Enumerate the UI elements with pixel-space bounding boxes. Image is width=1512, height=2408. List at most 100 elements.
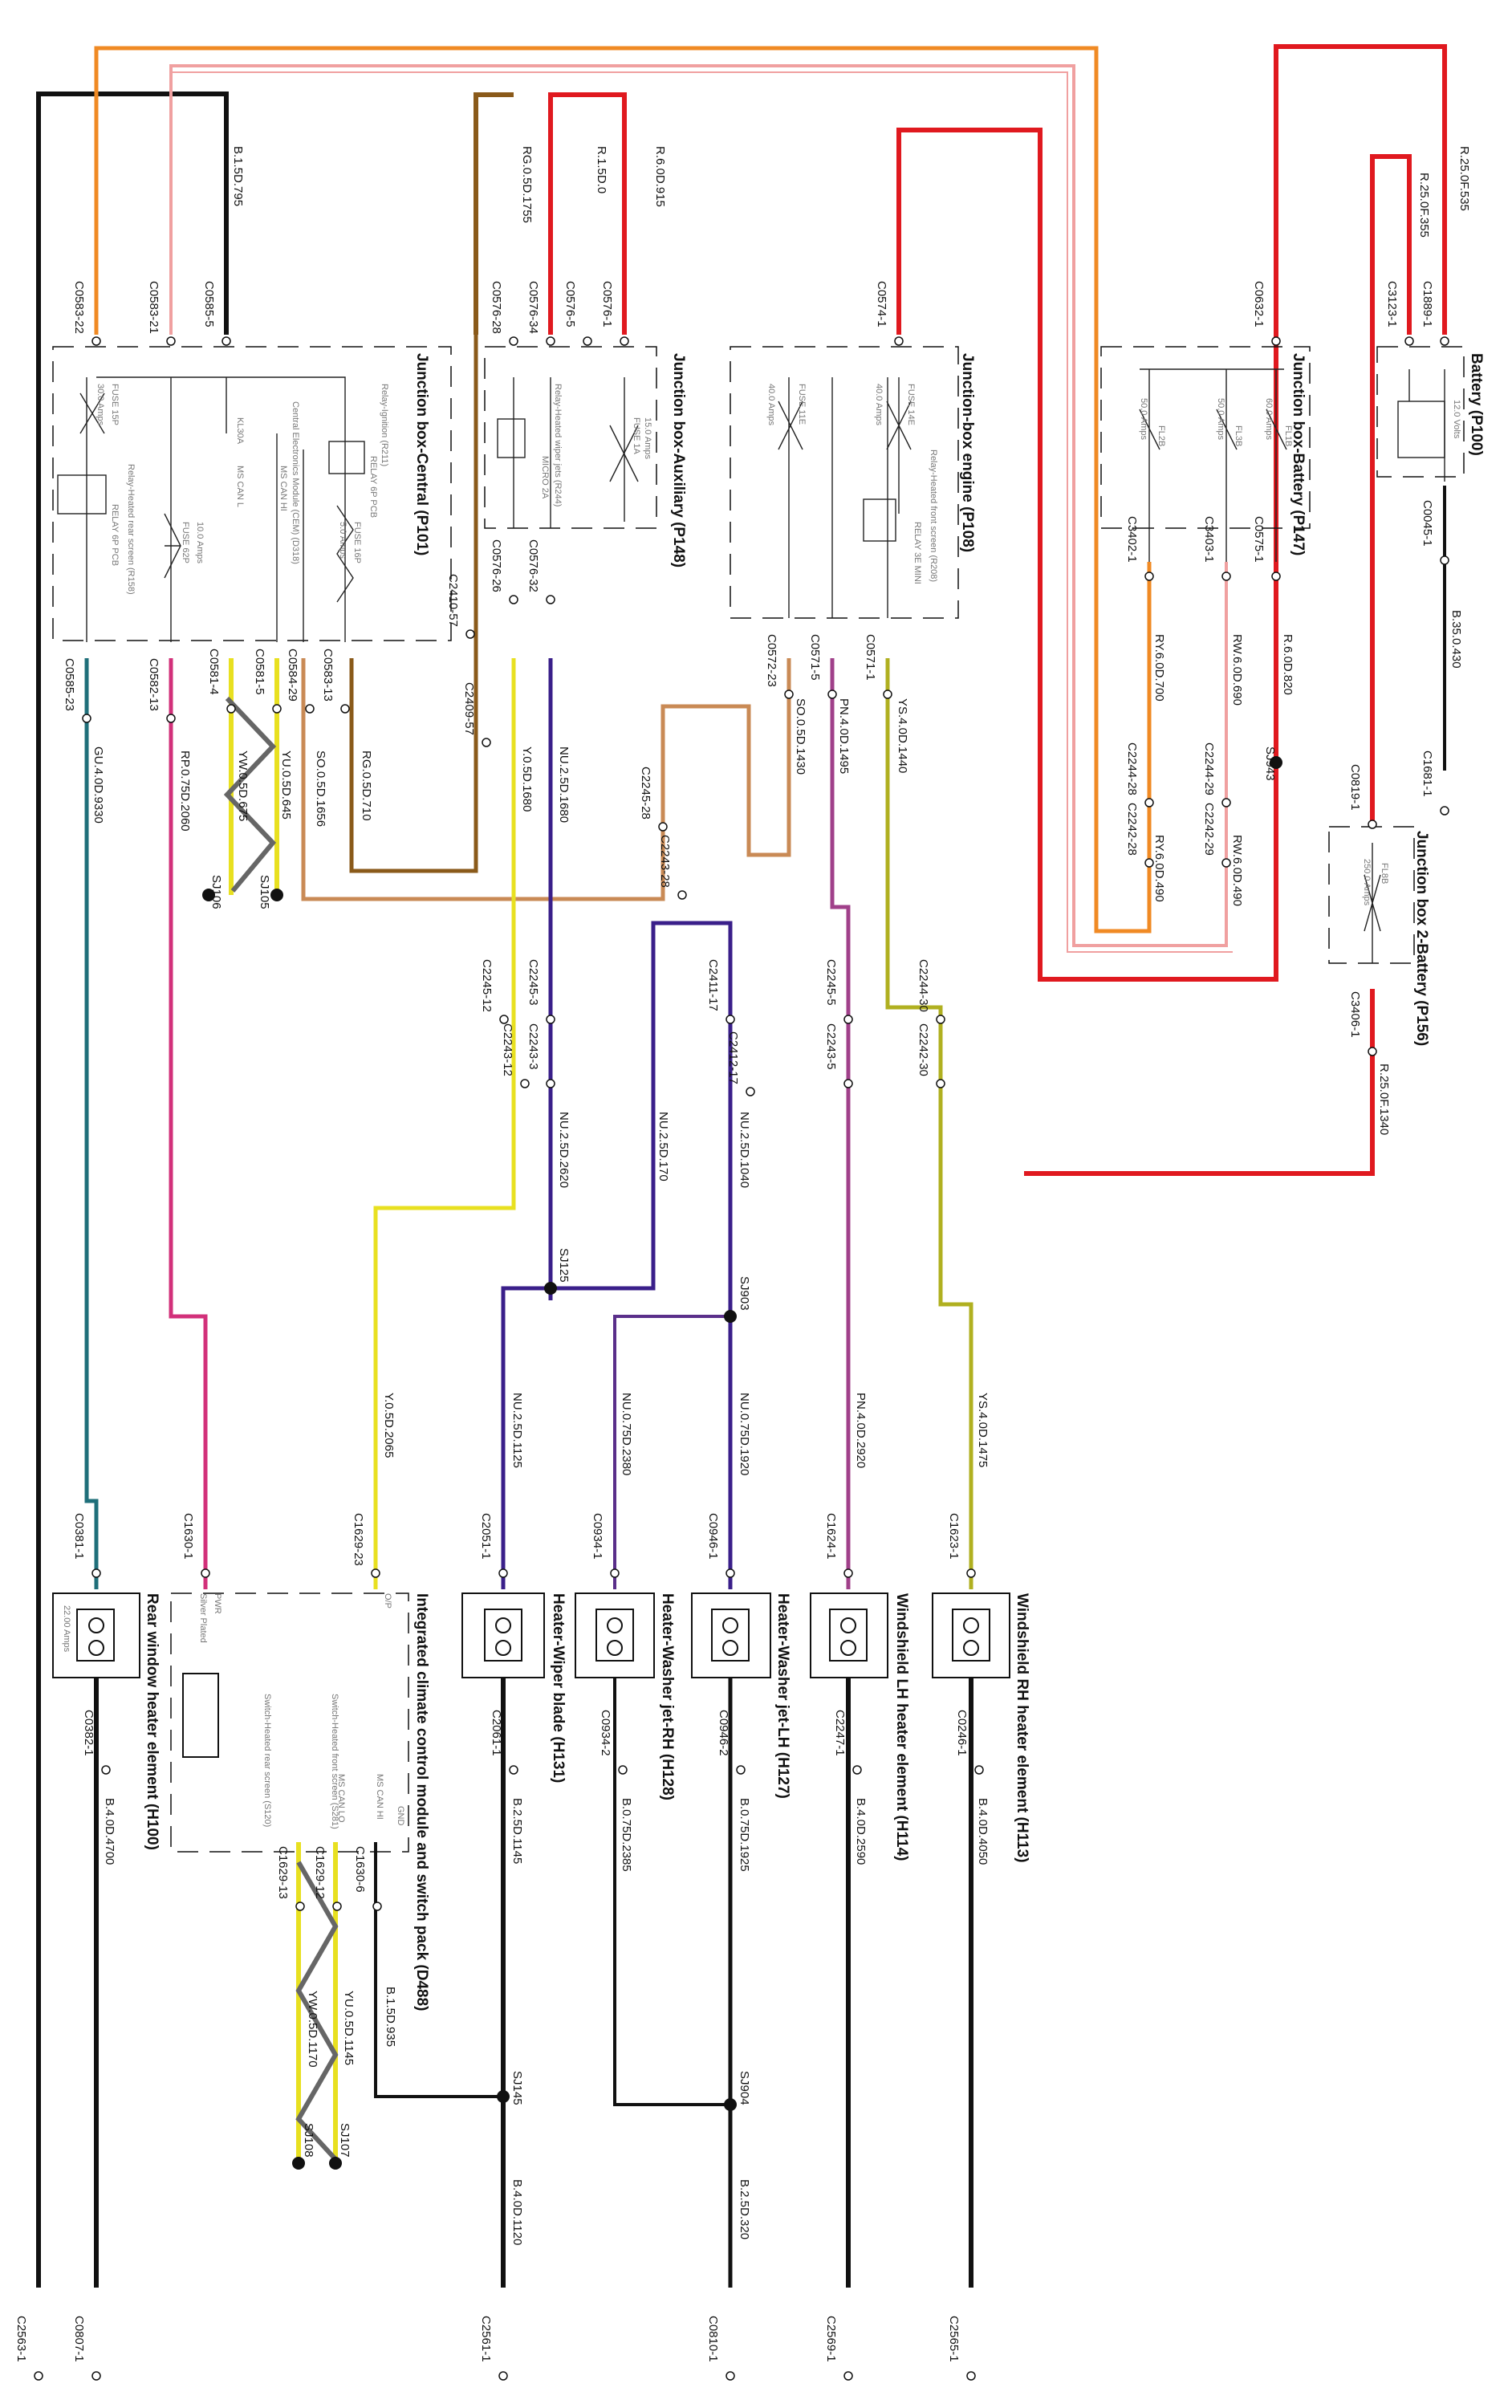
wire-red-fuse1a bbox=[548, 92, 627, 335]
component-title-jb_auxiliary: Junction box-Auxiliary (P148) bbox=[670, 353, 687, 567]
connector-ring bbox=[894, 336, 904, 346]
connector-ring bbox=[784, 689, 794, 699]
connector-ring bbox=[226, 704, 236, 714]
connector-ring bbox=[546, 336, 555, 346]
wire-lightbrown-so bbox=[301, 658, 791, 901]
internal-label-fuse_1a: FUSE 1A bbox=[632, 417, 641, 455]
connector-ring bbox=[620, 336, 629, 346]
connector-ring bbox=[726, 1568, 735, 1578]
wire-label: B.1.5D.935 bbox=[384, 1987, 397, 2047]
connector-label: C0632-1 bbox=[1252, 281, 1266, 327]
connector-label: C2244-28 bbox=[1125, 742, 1139, 795]
connector-ring bbox=[966, 2371, 976, 2381]
connector-label: C0946-1 bbox=[706, 1513, 720, 1560]
connector-ring bbox=[936, 1079, 945, 1088]
connector-ring bbox=[82, 714, 91, 723]
connector-label: C0576-5 bbox=[563, 281, 577, 327]
connector-ring bbox=[726, 1015, 735, 1024]
battery-internals bbox=[1397, 369, 1445, 482]
internal-label-relay_front: Relay-Heated front screen (R208) bbox=[929, 449, 938, 582]
wire-label: NU.2.5D.2620 bbox=[557, 1112, 571, 1188]
connector-ring bbox=[91, 336, 101, 346]
connector-ring bbox=[295, 1902, 305, 1911]
wire-label: RG.0.5D.1755 bbox=[520, 146, 534, 223]
wire-red-battery bbox=[1274, 44, 1447, 335]
connector-ring bbox=[1221, 798, 1231, 807]
connector-label: C2242-28 bbox=[1125, 803, 1139, 856]
connector-ring bbox=[1440, 806, 1449, 816]
dev-windshield-rh bbox=[932, 1592, 1010, 1678]
connector-label: C1629-12 bbox=[313, 1846, 327, 1899]
connector-label: C0576-1 bbox=[600, 281, 614, 327]
wire-purple-nu bbox=[501, 658, 553, 1589]
internal-label-fl3b: FL3B bbox=[1234, 425, 1243, 446]
connector-label: C2569-1 bbox=[824, 2316, 838, 2362]
wire-label: YS.4.0D.1475 bbox=[976, 1393, 990, 1467]
internal-label-ms_can_hi: MS CAN HI bbox=[278, 466, 288, 511]
dev-rear-window bbox=[52, 1592, 140, 1678]
connector-ring bbox=[201, 1568, 210, 1578]
wire-label: R.6.0D.915 bbox=[653, 146, 667, 207]
jb2-internals bbox=[1364, 843, 1381, 963]
component-title-windshield_rh: Windshield RH heater element (H113) bbox=[1014, 1593, 1030, 1863]
connector-ring bbox=[1368, 1047, 1377, 1056]
connector-label: C1681-1 bbox=[1421, 750, 1434, 797]
wire-violet-pn bbox=[830, 658, 851, 1589]
connector-label: C1889-1 bbox=[1421, 281, 1434, 327]
internal-label-ms_can_hi2: MS CAN HI bbox=[375, 1774, 384, 1820]
connector-label: C2051-1 bbox=[479, 1513, 493, 1560]
internal-label-fuse_16p: FUSE 16P bbox=[352, 522, 362, 563]
connector-label: C0576-28 bbox=[490, 281, 503, 334]
connector-label: C2245-12 bbox=[480, 959, 494, 1012]
wire-label: Y.0.5D.2065 bbox=[382, 1393, 396, 1458]
connector-label: C3406-1 bbox=[1348, 991, 1362, 1038]
connector-ring bbox=[101, 1765, 111, 1775]
internal-label-fuse_16p_rating: 5.0 Amps bbox=[338, 522, 348, 559]
connector-ring bbox=[1271, 571, 1281, 581]
internal-label-fuse_15p: FUSE 15P bbox=[110, 384, 120, 425]
wire-black-ground bbox=[36, 92, 229, 2288]
connector-ring bbox=[843, 1015, 853, 1024]
connector-ring bbox=[34, 2371, 43, 2381]
connector-ring bbox=[509, 595, 518, 604]
wire-label: YU.0.5D.1145 bbox=[342, 1991, 356, 2065]
internal-label-relay_ign: Relay-Ignition (R211) bbox=[380, 384, 389, 466]
wire-label: B.4.0D.1120 bbox=[510, 2179, 524, 2245]
connector-label: C2247-1 bbox=[833, 1710, 847, 1756]
connector-ring bbox=[272, 704, 282, 714]
wire-label: B.4.0D.4700 bbox=[103, 1798, 116, 1865]
connector-label: C0583-22 bbox=[72, 281, 86, 334]
connector-ring bbox=[658, 822, 668, 832]
connector-ring bbox=[843, 1568, 853, 1578]
wire-label: PN.4.0D.2920 bbox=[854, 1393, 868, 1468]
wire-label: NU.0.75D.1920 bbox=[738, 1393, 751, 1475]
wire-label: B.2.5D.1145 bbox=[510, 1798, 524, 1864]
internal-label-fl8b_rating: 250.0 Amps bbox=[1362, 859, 1372, 906]
wire-label: GU.4.0D.9330 bbox=[91, 746, 105, 824]
connector-label: C1624-1 bbox=[824, 1513, 838, 1560]
internal-label-sw_front: Switch-Heated front screen (S281) bbox=[330, 1694, 339, 1829]
connector-label: C0045-1 bbox=[1421, 500, 1434, 547]
connector-markers bbox=[34, 336, 1449, 2381]
component-title-wiper_blade: Heater-Wiper blade (H131) bbox=[550, 1593, 567, 1783]
connector-label: C0572-23 bbox=[765, 634, 778, 687]
connector-ring bbox=[1440, 555, 1449, 565]
connector-ring bbox=[610, 1568, 620, 1578]
connector-label: C2245-3 bbox=[526, 959, 540, 1006]
connector-label: C0583-21 bbox=[147, 281, 161, 334]
connector-label: C0583-13 bbox=[321, 649, 335, 702]
internal-label-cem: Central Electronics Module (CEM) (D318) bbox=[291, 401, 300, 564]
jb-battery-internals bbox=[1139, 368, 1287, 562]
jb-battery-box bbox=[1100, 346, 1311, 529]
wire-label: RP.0.75D.2060 bbox=[178, 750, 192, 832]
connector-ring bbox=[746, 1087, 755, 1096]
internal-label-battery_voltage: 12.0 Volts bbox=[1452, 400, 1461, 439]
internal-label-relay_wiper_tag: MICRO 2A bbox=[540, 456, 550, 499]
wire-label: B.35.0.430 bbox=[1449, 610, 1463, 669]
connector-label: C0571-1 bbox=[864, 634, 877, 681]
connector-label: C2565-1 bbox=[947, 2316, 961, 2362]
wire-label: B.4.0D.2590 bbox=[854, 1798, 868, 1865]
connector-ring bbox=[91, 2371, 101, 2381]
connector-ring bbox=[852, 1765, 862, 1775]
splice-label: SJ105 bbox=[258, 875, 271, 909]
